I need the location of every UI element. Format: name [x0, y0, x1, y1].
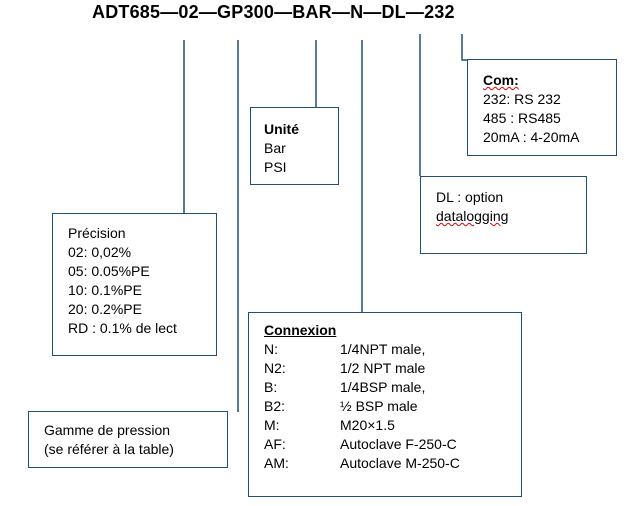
gamme-note: (se référer à la table) [44, 441, 174, 457]
com-option-485: 485 : RS485 [483, 110, 561, 126]
com-option-20ma: 20mA : 4-20mA [483, 129, 580, 145]
connexion-row: N: 1/4NPT male, [264, 340, 521, 359]
connexion-code: B: [264, 379, 278, 395]
precision-box: Précision 02: 0,02% 05: 0.05%PE 10: 0.1%… [52, 213, 217, 356]
connexion-desc: 1/2 NPT male [340, 360, 426, 376]
gamme-heading: Gamme de pression [44, 422, 171, 438]
connexion-code: N2: [264, 360, 286, 376]
connexion-desc: ½ BSP male [340, 398, 418, 414]
connexion-code: AM: [264, 455, 289, 471]
connexion-code: N: [264, 341, 278, 357]
connexion-code: M: [264, 417, 280, 433]
connector-com [461, 34, 468, 61]
dl-option-datalogging: datalogging [436, 208, 509, 224]
connexion-row: N2: 1/2 NPT male [264, 359, 521, 378]
model-code-title: ADT685—02—GP300—BAR—N—DL—232 [92, 2, 455, 22]
connexion-desc: 1/4BSP male, [340, 379, 426, 395]
connexion-desc: M20×1.5 [340, 417, 395, 433]
connexion-box: Connexion N: 1/4NPT male, N2: 1/2 NPT male… [248, 312, 522, 497]
gamme-box: Gamme de pression (se référer à la table… [28, 411, 228, 468]
connexion-row: AF: Autoclave F-250-C [264, 435, 521, 454]
connexion-desc: 1/4NPT male, [340, 341, 426, 357]
unite-option-bar: Bar [264, 140, 286, 156]
com-box: Com: 232: RS 232 485 : RS485 20mA : 4-20… [467, 59, 617, 156]
precision-option-05: 05: 0.05%PE [68, 263, 150, 279]
connexion-desc: Autoclave F-250-C [340, 436, 457, 452]
connexion-code: B2: [264, 398, 286, 414]
unite-box: Unité Bar PSI [250, 107, 339, 185]
precision-option-02: 02: 0,02% [68, 244, 132, 260]
dl-box: DL : option datalogging [420, 176, 587, 254]
dl-option-label: DL : option [436, 189, 504, 205]
connexion-code: AF: [264, 436, 286, 452]
com-heading: Com: [483, 72, 519, 88]
connexion-row: B: 1/4BSP male, [264, 378, 521, 397]
connexion-row: AM: Autoclave M-250-C [264, 454, 521, 473]
precision-option-20: 20: 0.2%PE [68, 301, 142, 317]
unite-option-psi: PSI [264, 159, 287, 175]
connexion-row: M: M20×1.5 [264, 416, 521, 435]
connexion-heading: Connexion [264, 322, 337, 338]
unite-heading: Unité [264, 121, 299, 137]
com-option-232: 232: RS 232 [483, 91, 561, 107]
precision-option-10: 10: 0.1%PE [68, 282, 142, 298]
connexion-desc: Autoclave M-250-C [340, 455, 460, 471]
precision-option-rd: RD : 0.1% de lect [68, 320, 177, 336]
connexion-row: B2: ½ BSP male [264, 397, 521, 416]
precision-heading: Précision [68, 225, 126, 241]
